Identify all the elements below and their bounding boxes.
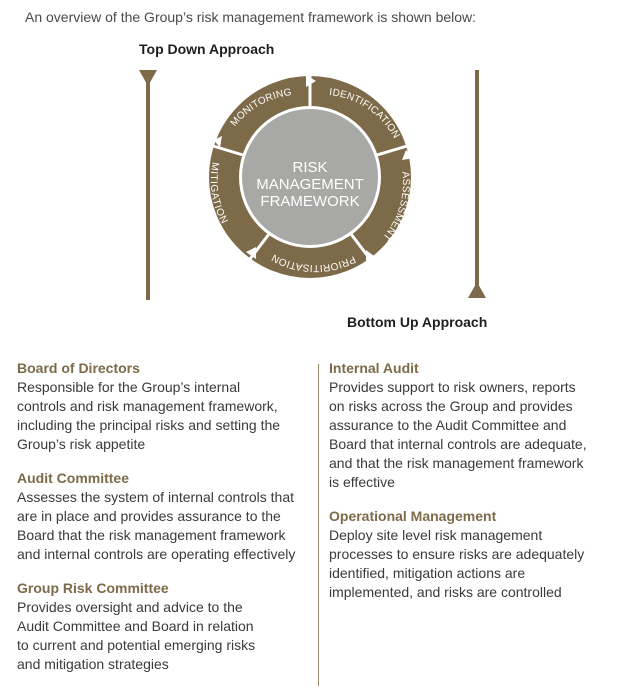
block-title: Internal Audit [329,360,419,376]
right-column: Internal Audit Provides support to risk … [329,360,614,618]
framework-center [242,109,378,245]
top-down-arrow [139,70,157,300]
block-description: Responsible for the Group’s internal con… [17,378,309,454]
text-line: Deploy site level risk management [329,527,543,543]
block-title: Board of Directors [17,360,140,376]
block-description: Provides oversight and advice to the Aud… [17,598,309,674]
block-title: Group Risk Committee [17,580,169,596]
text-line: Board that internal controls are adequat… [329,436,587,452]
block-description: Deploy site level risk management proces… [329,526,614,602]
ring-chevrons [214,75,414,262]
text-line: including the principal risks and settin… [17,417,281,433]
text-line: is effective [329,474,395,490]
text-line: Provides support to risk owners, reports [329,379,576,395]
text-line: implemented, and risks are controlled [329,584,562,600]
bottom-up-label: Bottom Up Approach [347,314,488,330]
text-line: to current and potential emerging risks [17,637,256,653]
internal-audit-block: Internal Audit Provides support to risk … [329,360,614,492]
text-line: processes to ensure risks are adequately [329,546,585,562]
block-title: Operational Management [329,508,497,524]
left-column: Board of Directors Responsible for the G… [17,360,309,690]
text-line: Board that the risk management framework [17,527,286,543]
center-line-3: FRAMEWORK [260,193,359,210]
audit-committee-block: Audit Committee Assesses the system of i… [17,470,309,564]
text-line: Assesses the system of internal controls… [17,489,295,505]
text-line: and that the risk management framework [329,455,584,471]
up-arrow-icon [468,282,486,298]
group-risk-committee-block: Group Risk Committee Provides oversight … [17,580,309,674]
text-line: and internal controls are operating effe… [17,546,296,562]
text-line: on risks across the Group and provides [329,398,573,414]
center-line-1: RISK [292,159,327,176]
text-line: identified, mitigation actions are [329,565,526,581]
center-line-2: MANAGEMENT [256,176,364,193]
operational-management-block: Operational Management Deploy site level… [329,508,614,602]
text-line: Audit Committee and Board in relation [17,618,254,634]
board-of-directors-block: Board of Directors Responsible for the G… [17,360,309,454]
intro-text: An overview of the Group’s risk manageme… [25,9,477,25]
column-divider [318,364,319,686]
text-line: assurance to the Audit Committee and [329,417,567,433]
block-title: Audit Committee [17,470,129,486]
down-arrow-icon [139,70,157,86]
top-down-label: Top Down Approach [139,41,275,57]
risk-framework-diagram: RISK MANAGEMENT FRAMEWORK MONITORING IDE… [139,70,486,300]
text-line: Responsible for the Group’s internal [17,379,241,395]
text-line: and mitigation strategies [17,656,169,672]
block-description: Provides support to risk owners, reports… [329,378,614,492]
text-line: controls and risk management framework, [17,398,278,414]
bottom-up-arrow [468,70,486,298]
text-line: Provides oversight and advice to the [17,599,243,615]
text-line: Group’s risk appetite [17,436,146,452]
block-description: Assesses the system of internal controls… [17,488,309,564]
text-line: are in place and provides assurance to t… [17,508,281,524]
